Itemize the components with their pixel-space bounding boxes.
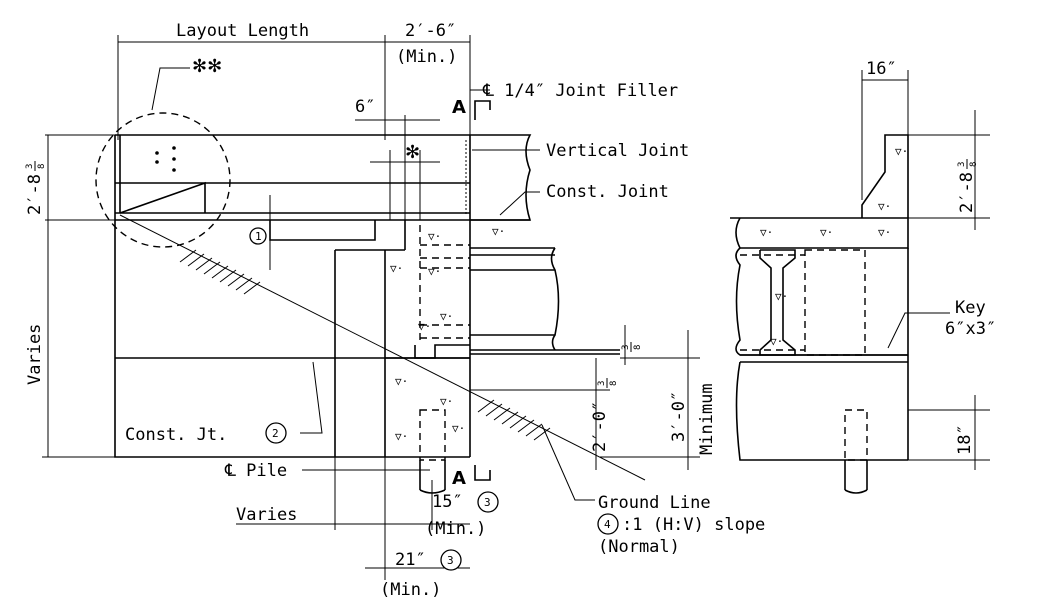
dim-15in-min: (Min.) (425, 519, 486, 539)
svg-text:▽·: ▽· (395, 375, 408, 388)
girder-elevation (470, 247, 620, 355)
layout-length-label: Layout Length (176, 21, 309, 41)
dim-3-0: 3′-0″ (669, 391, 689, 442)
detail-circle (95, 112, 231, 248)
dim-16in: 16″ (866, 59, 897, 79)
svg-text:▽·: ▽· (428, 265, 441, 278)
section-view: ▽· ▽· ▽· ▽· ▽· ▽· ▽· (730, 134, 909, 494)
svg-text:▽·: ▽· (440, 395, 453, 408)
svg-text:▽·: ▽· (428, 230, 441, 243)
svg-text:▽·: ▽· (452, 422, 465, 435)
dim-2-6-label: 2′-6″ (405, 21, 456, 41)
svg-text:▽·: ▽· (395, 430, 408, 443)
note-3-marker-a: 3 (484, 496, 491, 509)
svg-text:3: 3 (957, 162, 967, 167)
const-jt-label: Const. Jt. (125, 425, 227, 445)
note-2-marker: 2 (272, 427, 279, 440)
svg-text:▽·: ▽· (878, 226, 891, 239)
normal-label: (Normal) (598, 537, 680, 557)
svg-text:8: 8 (633, 345, 643, 350)
ground-line-label: Ground Line (598, 493, 711, 513)
vertical-joint-label: Vertical Joint (546, 141, 689, 161)
dim-18in: 18″ (955, 424, 975, 455)
key-label: Key (955, 298, 986, 318)
section-a-top: A (452, 97, 466, 118)
svg-text:8: 8 (969, 162, 979, 167)
svg-text:▽·: ▽· (418, 320, 431, 333)
elevation-view: ▽· ▽· ▽· ▽· ▽· ▽· ▽· ▽· ▽· ▽· (95, 112, 646, 494)
dim-2-0: 2′-0″ (590, 401, 610, 452)
note-1-marker: 1 (255, 230, 262, 243)
note-3-marker-b: 3 (447, 554, 454, 567)
joint-filler-label: ℄ 1/4″ Joint Filler (482, 81, 678, 101)
dim-21in: 21″ (395, 550, 426, 570)
minimum-label: Minimum (697, 383, 717, 455)
section-a-bottom: A (452, 468, 466, 489)
svg-text:▽·: ▽· (440, 310, 453, 323)
girder-section (759, 249, 796, 356)
svg-text:3: 3 (597, 381, 607, 386)
double-asterisk-note: ✻✻ (192, 56, 222, 77)
svg-text:▽·: ▽· (878, 200, 891, 213)
slope-label: :1 (H:V) slope (622, 515, 765, 535)
svg-text:▽·: ▽· (775, 290, 788, 303)
varies-vertical: Varies (25, 324, 45, 385)
svg-text:▽·: ▽· (390, 262, 403, 275)
height-2-8-right: 2′-8 (957, 172, 977, 213)
const-joint-label: Const. Joint (546, 182, 669, 202)
dim-6in-label: 6″ (355, 97, 375, 117)
svg-text:▽·: ▽· (770, 335, 783, 348)
height-2-8-left: 2′-8 (25, 174, 45, 215)
svg-text:3: 3 (621, 345, 631, 350)
svg-text:▽·: ▽· (492, 225, 505, 238)
single-asterisk-note: ✻ (405, 142, 420, 163)
svg-text:8: 8 (37, 164, 47, 169)
note-4-marker: 4 (604, 518, 611, 531)
cl-pile-label: ℄ Pile (224, 461, 287, 481)
dim-15in: 15″ (432, 492, 463, 512)
dim-21in-min: (Min.) (380, 580, 441, 600)
varies-horizontal: Varies (236, 505, 297, 525)
svg-text:8: 8 (609, 381, 619, 386)
key-size-label: 6″x3″ (945, 319, 996, 339)
svg-text:3: 3 (25, 164, 35, 169)
svg-text:▽·: ▽· (820, 226, 833, 239)
dim-2-6-min-label: (Min.) (396, 47, 457, 67)
svg-text:▽·: ▽· (760, 226, 773, 239)
svg-text:▽·: ▽· (895, 145, 908, 158)
